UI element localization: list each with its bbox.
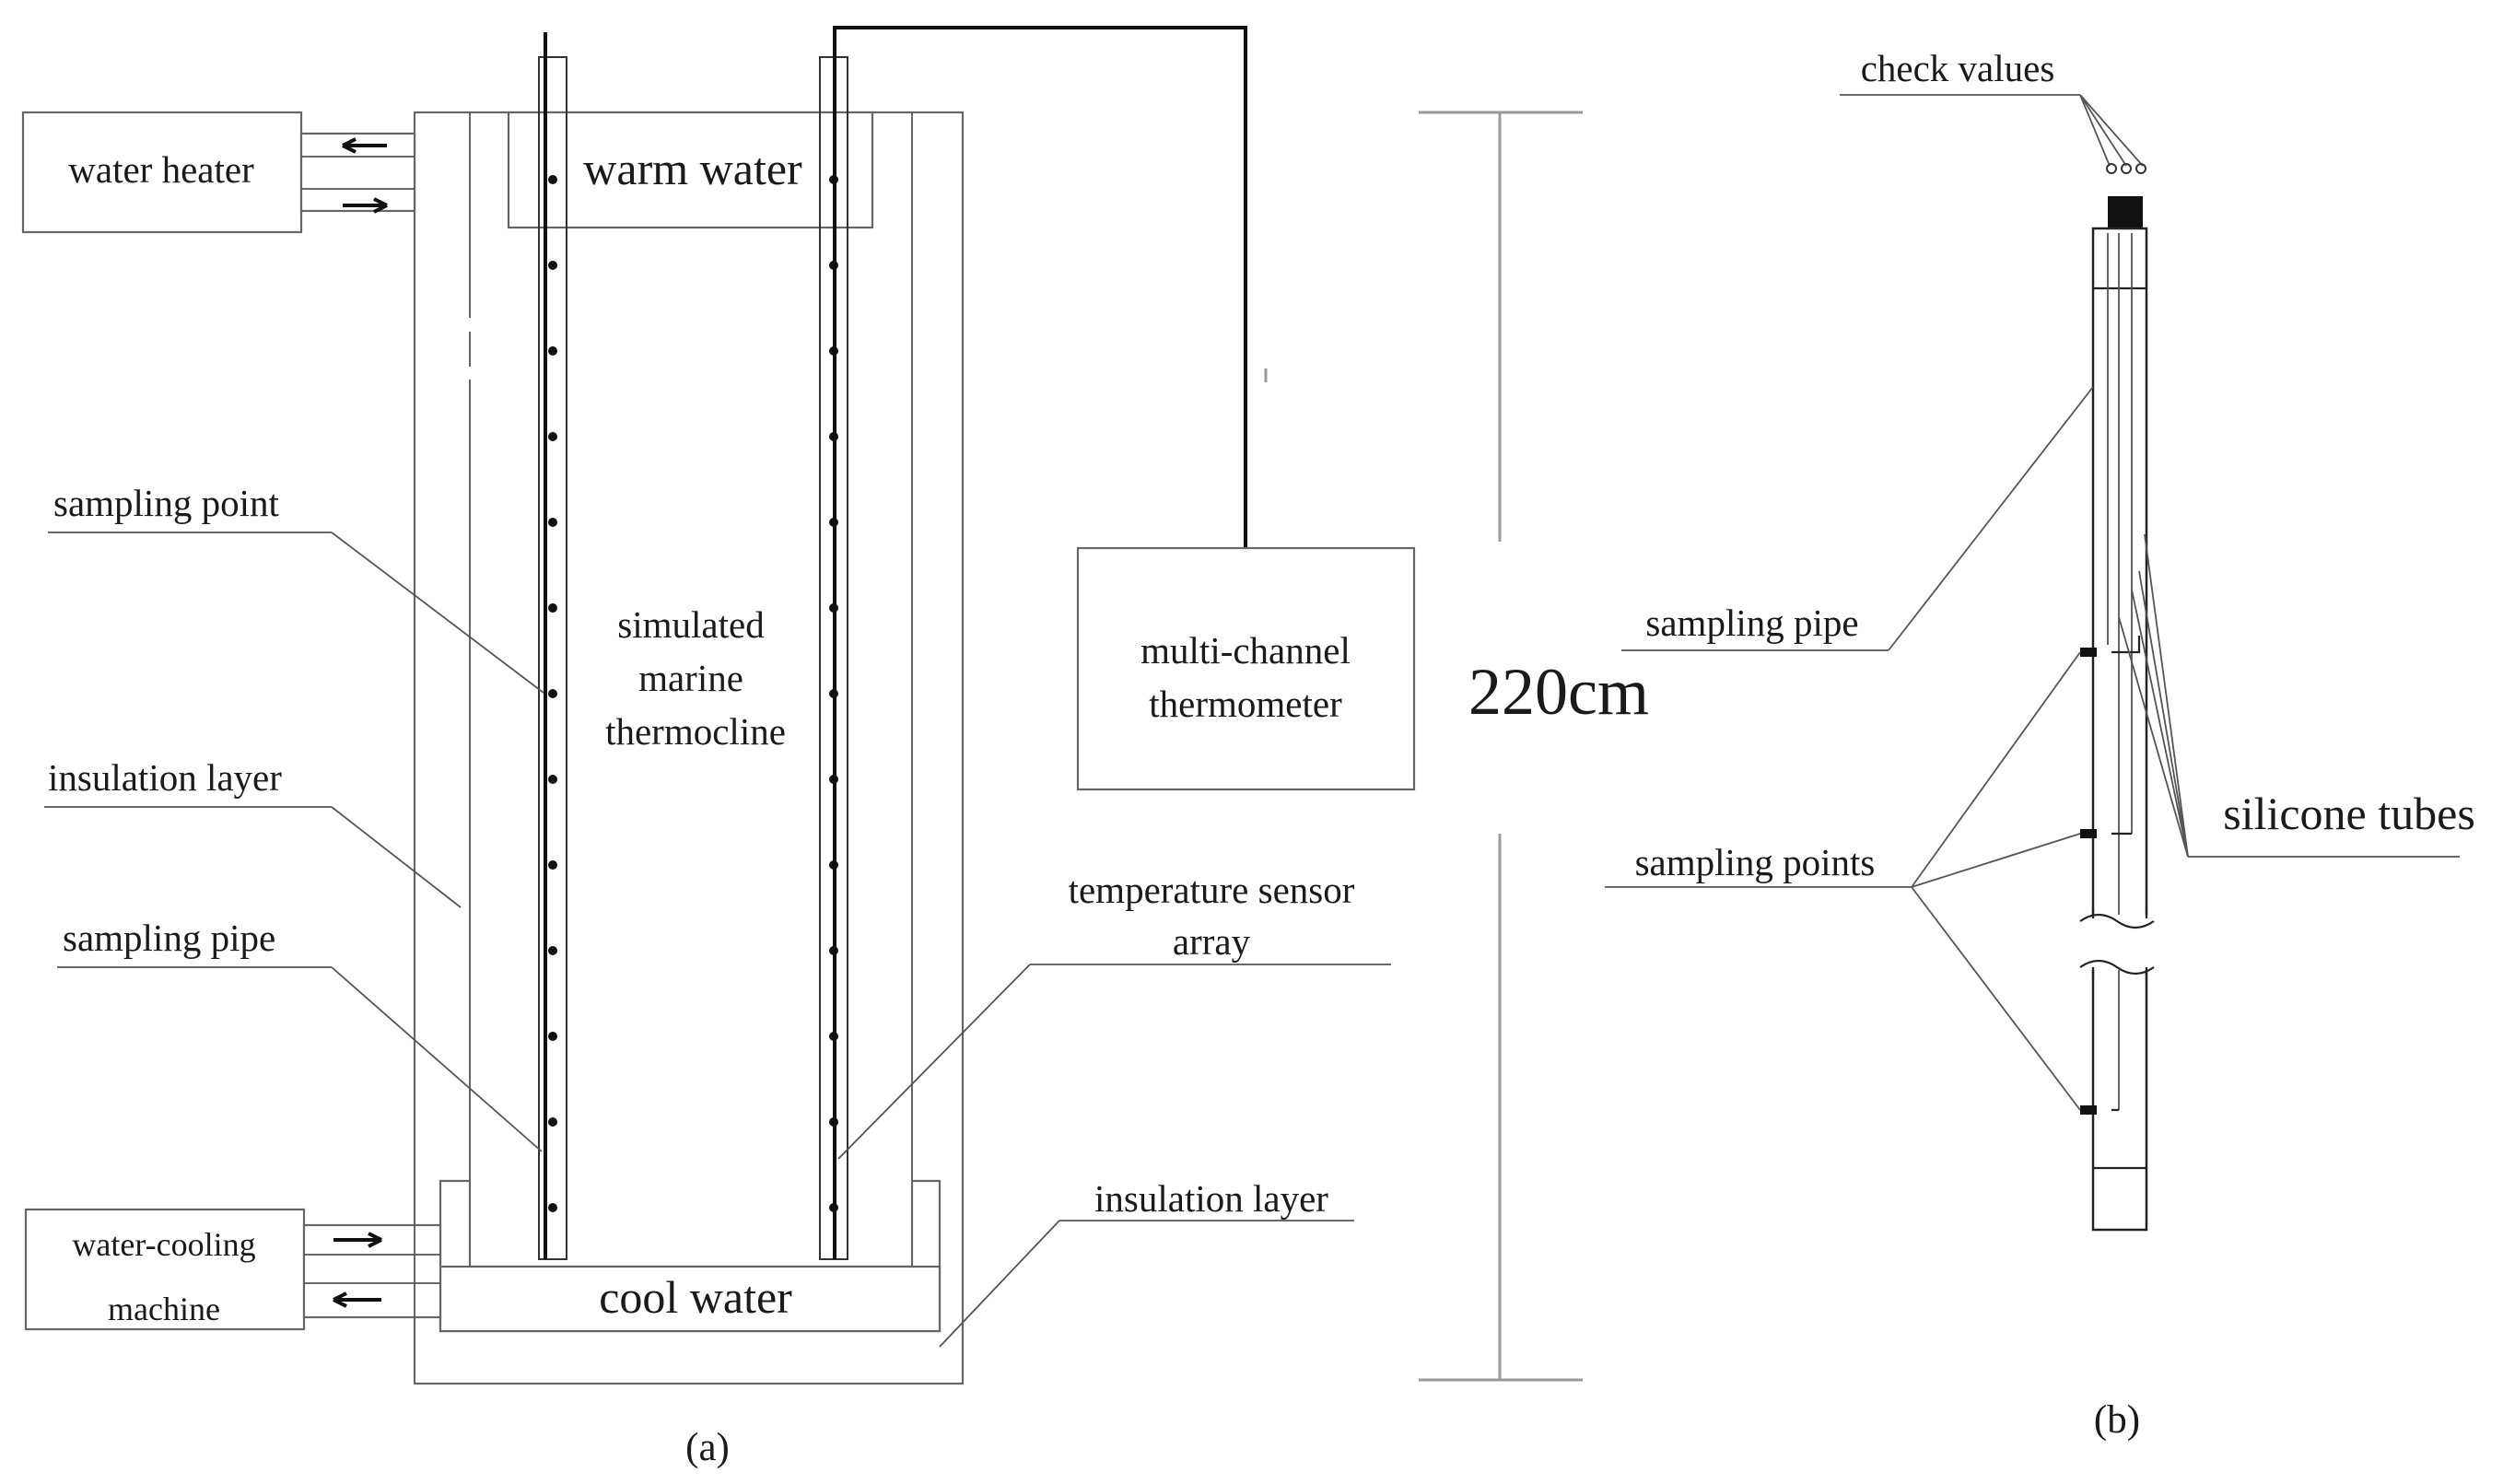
water-heater-label: water heater bbox=[68, 148, 254, 191]
sensor-marker bbox=[548, 946, 557, 955]
insulation-layer-left-label: insulation layer bbox=[48, 756, 282, 799]
warm-water-box bbox=[507, 111, 874, 229]
thermocline-label-1: simulated bbox=[617, 603, 764, 646]
sensor-marker bbox=[548, 261, 557, 270]
arrow-left-icon bbox=[333, 1291, 381, 1308]
sampling-pipe-right-label: sampling pipe bbox=[1645, 602, 1858, 644]
sensor-marker bbox=[829, 1032, 838, 1041]
sensor-marker bbox=[548, 860, 557, 870]
sensor-marker bbox=[829, 432, 838, 441]
sampling-pipe-left bbox=[538, 32, 567, 1260]
arrow-right-icon bbox=[333, 1232, 382, 1248]
arrow-right-icon bbox=[343, 197, 388, 214]
sensor-marker bbox=[548, 346, 557, 356]
silicone-tubes-label: silicone tubes bbox=[2223, 788, 2475, 839]
sampling-point-label: sampling point bbox=[53, 482, 279, 524]
sampling-point-nub bbox=[2080, 648, 2097, 657]
thermocline-label-2: marine bbox=[638, 657, 743, 699]
sensor-array-label-1: temperature sensor bbox=[1069, 869, 1355, 911]
panel-a: warm water water heater cool water water… bbox=[21, 26, 1649, 1469]
sensor-marker bbox=[548, 1117, 557, 1127]
sensor-marker bbox=[548, 1203, 557, 1212]
sampling-point-nub bbox=[2080, 829, 2097, 838]
height-dimension bbox=[1264, 111, 1583, 1382]
sensor-marker bbox=[548, 1032, 557, 1041]
thermometer-box bbox=[1076, 546, 1416, 791]
sampling-points-label: sampling points bbox=[1635, 841, 1876, 883]
sensor-marker bbox=[829, 775, 838, 784]
panel-a-caption: (a) bbox=[685, 1426, 730, 1469]
check-valves-icon bbox=[2108, 196, 2143, 233]
insulation-layer-right-label: insulation layer bbox=[1094, 1177, 1328, 1220]
sensor-marker bbox=[829, 689, 838, 698]
sensor-marker bbox=[548, 775, 557, 784]
sensor-marker bbox=[829, 946, 838, 955]
sampling-point-nub bbox=[2080, 1105, 2097, 1115]
sensor-marker bbox=[829, 518, 838, 527]
thermometer-label-1: multi-channel bbox=[1140, 629, 1351, 672]
sensor-array-label-2: array bbox=[1173, 920, 1251, 963]
thermocline-label-3: thermocline bbox=[605, 710, 786, 753]
arrow-left-icon bbox=[342, 137, 387, 154]
check-values-label: check values bbox=[1861, 47, 2055, 89]
pipe-break bbox=[2079, 907, 2158, 981]
thermometer-label-2: thermometer bbox=[1149, 683, 1342, 725]
panel-b: check values bbox=[1605, 47, 2475, 1442]
sampling-pipe-body bbox=[2091, 227, 2148, 1232]
sensor-marker bbox=[829, 346, 838, 356]
sensor-marker bbox=[829, 261, 838, 270]
sensor-marker bbox=[548, 689, 557, 698]
water-cooling-label-2: machine bbox=[108, 1291, 220, 1327]
sensor-marker bbox=[829, 175, 838, 184]
sampling-pipe-left-label: sampling pipe bbox=[63, 917, 275, 959]
sensor-marker bbox=[548, 175, 557, 184]
sensor-marker bbox=[548, 603, 557, 613]
temperature-sensor-array bbox=[819, 26, 1247, 1260]
water-cooling-label-1: water-cooling bbox=[72, 1226, 255, 1263]
height-label: 220cm bbox=[1468, 655, 1649, 729]
outer-tank bbox=[413, 111, 965, 1385]
sensor-marker bbox=[548, 432, 557, 441]
water-heater-box bbox=[21, 111, 303, 234]
warm-water-label: warm water bbox=[583, 143, 802, 194]
sensor-marker bbox=[829, 860, 838, 870]
sensor-marker bbox=[829, 1117, 838, 1127]
panel-b-caption: (b) bbox=[2094, 1398, 2140, 1442]
sensor-marker bbox=[548, 518, 557, 527]
sensor-marker bbox=[829, 603, 838, 613]
cool-water-label: cool water bbox=[599, 1271, 792, 1323]
sensor-marker bbox=[829, 1203, 838, 1212]
